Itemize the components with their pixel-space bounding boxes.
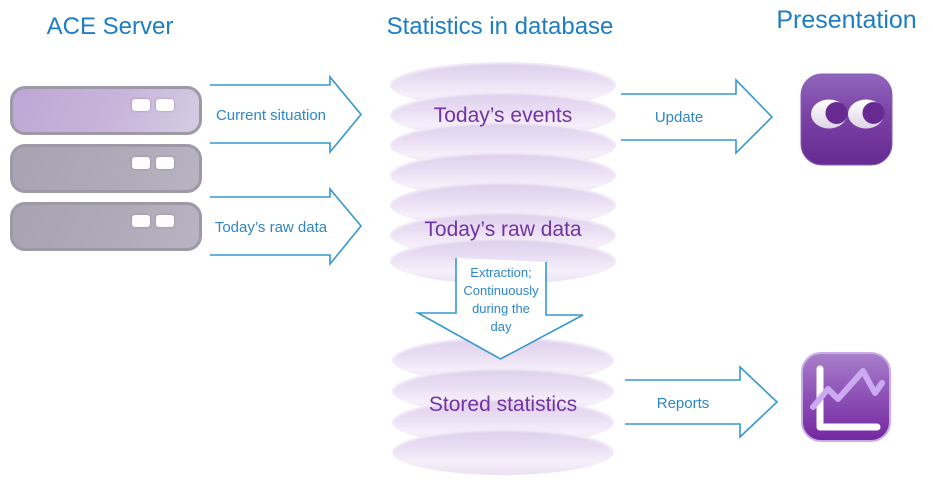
server-unit-icon bbox=[10, 202, 202, 251]
flow-label-update: Update bbox=[654, 109, 704, 126]
flow-label-extraction-line: Extraction; bbox=[470, 265, 532, 280]
arrow-update-icon bbox=[621, 78, 774, 155]
eye-right-pupil-icon bbox=[862, 102, 885, 124]
database-disk-icon bbox=[392, 429, 614, 475]
page-title-presentation: Presentation bbox=[776, 6, 917, 34]
flow-label-reports: Reports bbox=[656, 395, 710, 412]
chart-axes-icon bbox=[816, 365, 881, 431]
server-led-icon bbox=[156, 157, 174, 169]
server-unit-icon bbox=[10, 144, 202, 193]
db-label-stored-statistics: Stored statistics bbox=[428, 393, 578, 416]
flow-label-extraction: Extraction; Continuously during the day bbox=[448, 264, 554, 336]
eye-left-pupil-icon bbox=[825, 102, 848, 124]
arrow-reports-icon bbox=[625, 365, 779, 439]
db-label-todays-raw-data: Today’s raw data bbox=[424, 218, 582, 241]
server-led-icon bbox=[132, 99, 150, 111]
server-led-icon bbox=[132, 157, 150, 169]
page-title-ace-server: ACE Server bbox=[46, 13, 174, 40]
eyes-monitor-icon bbox=[800, 73, 893, 166]
flow-label-extraction-line: during the bbox=[472, 301, 530, 316]
arrow-extraction-down-icon bbox=[414, 258, 584, 360]
server-led-icon bbox=[156, 99, 174, 111]
database-cylinder-upper: Today’s events Today’s raw data bbox=[390, 62, 616, 284]
arrow-todays-raw-data-icon bbox=[210, 186, 363, 267]
chart-zigzag-line-icon bbox=[810, 368, 885, 410]
db-label-todays-events: Today’s events bbox=[433, 104, 573, 127]
flow-label-todays-raw-data: Today’s raw data bbox=[214, 219, 328, 236]
flow-label-extraction-line: day bbox=[490, 319, 512, 334]
database-cylinder-lower: Stored statistics bbox=[392, 337, 614, 475]
line-chart-icon bbox=[801, 352, 891, 442]
page-title-statistics-in-database: Statistics in database bbox=[386, 13, 614, 40]
flow-label-current-situation: Current situation bbox=[215, 107, 327, 124]
flow-label-extraction-line: Continuously bbox=[463, 283, 539, 298]
server-led-icon bbox=[156, 215, 174, 227]
arrow-current-situation-icon bbox=[210, 74, 363, 155]
server-led-icon bbox=[132, 215, 150, 227]
server-unit-icon bbox=[10, 86, 202, 135]
